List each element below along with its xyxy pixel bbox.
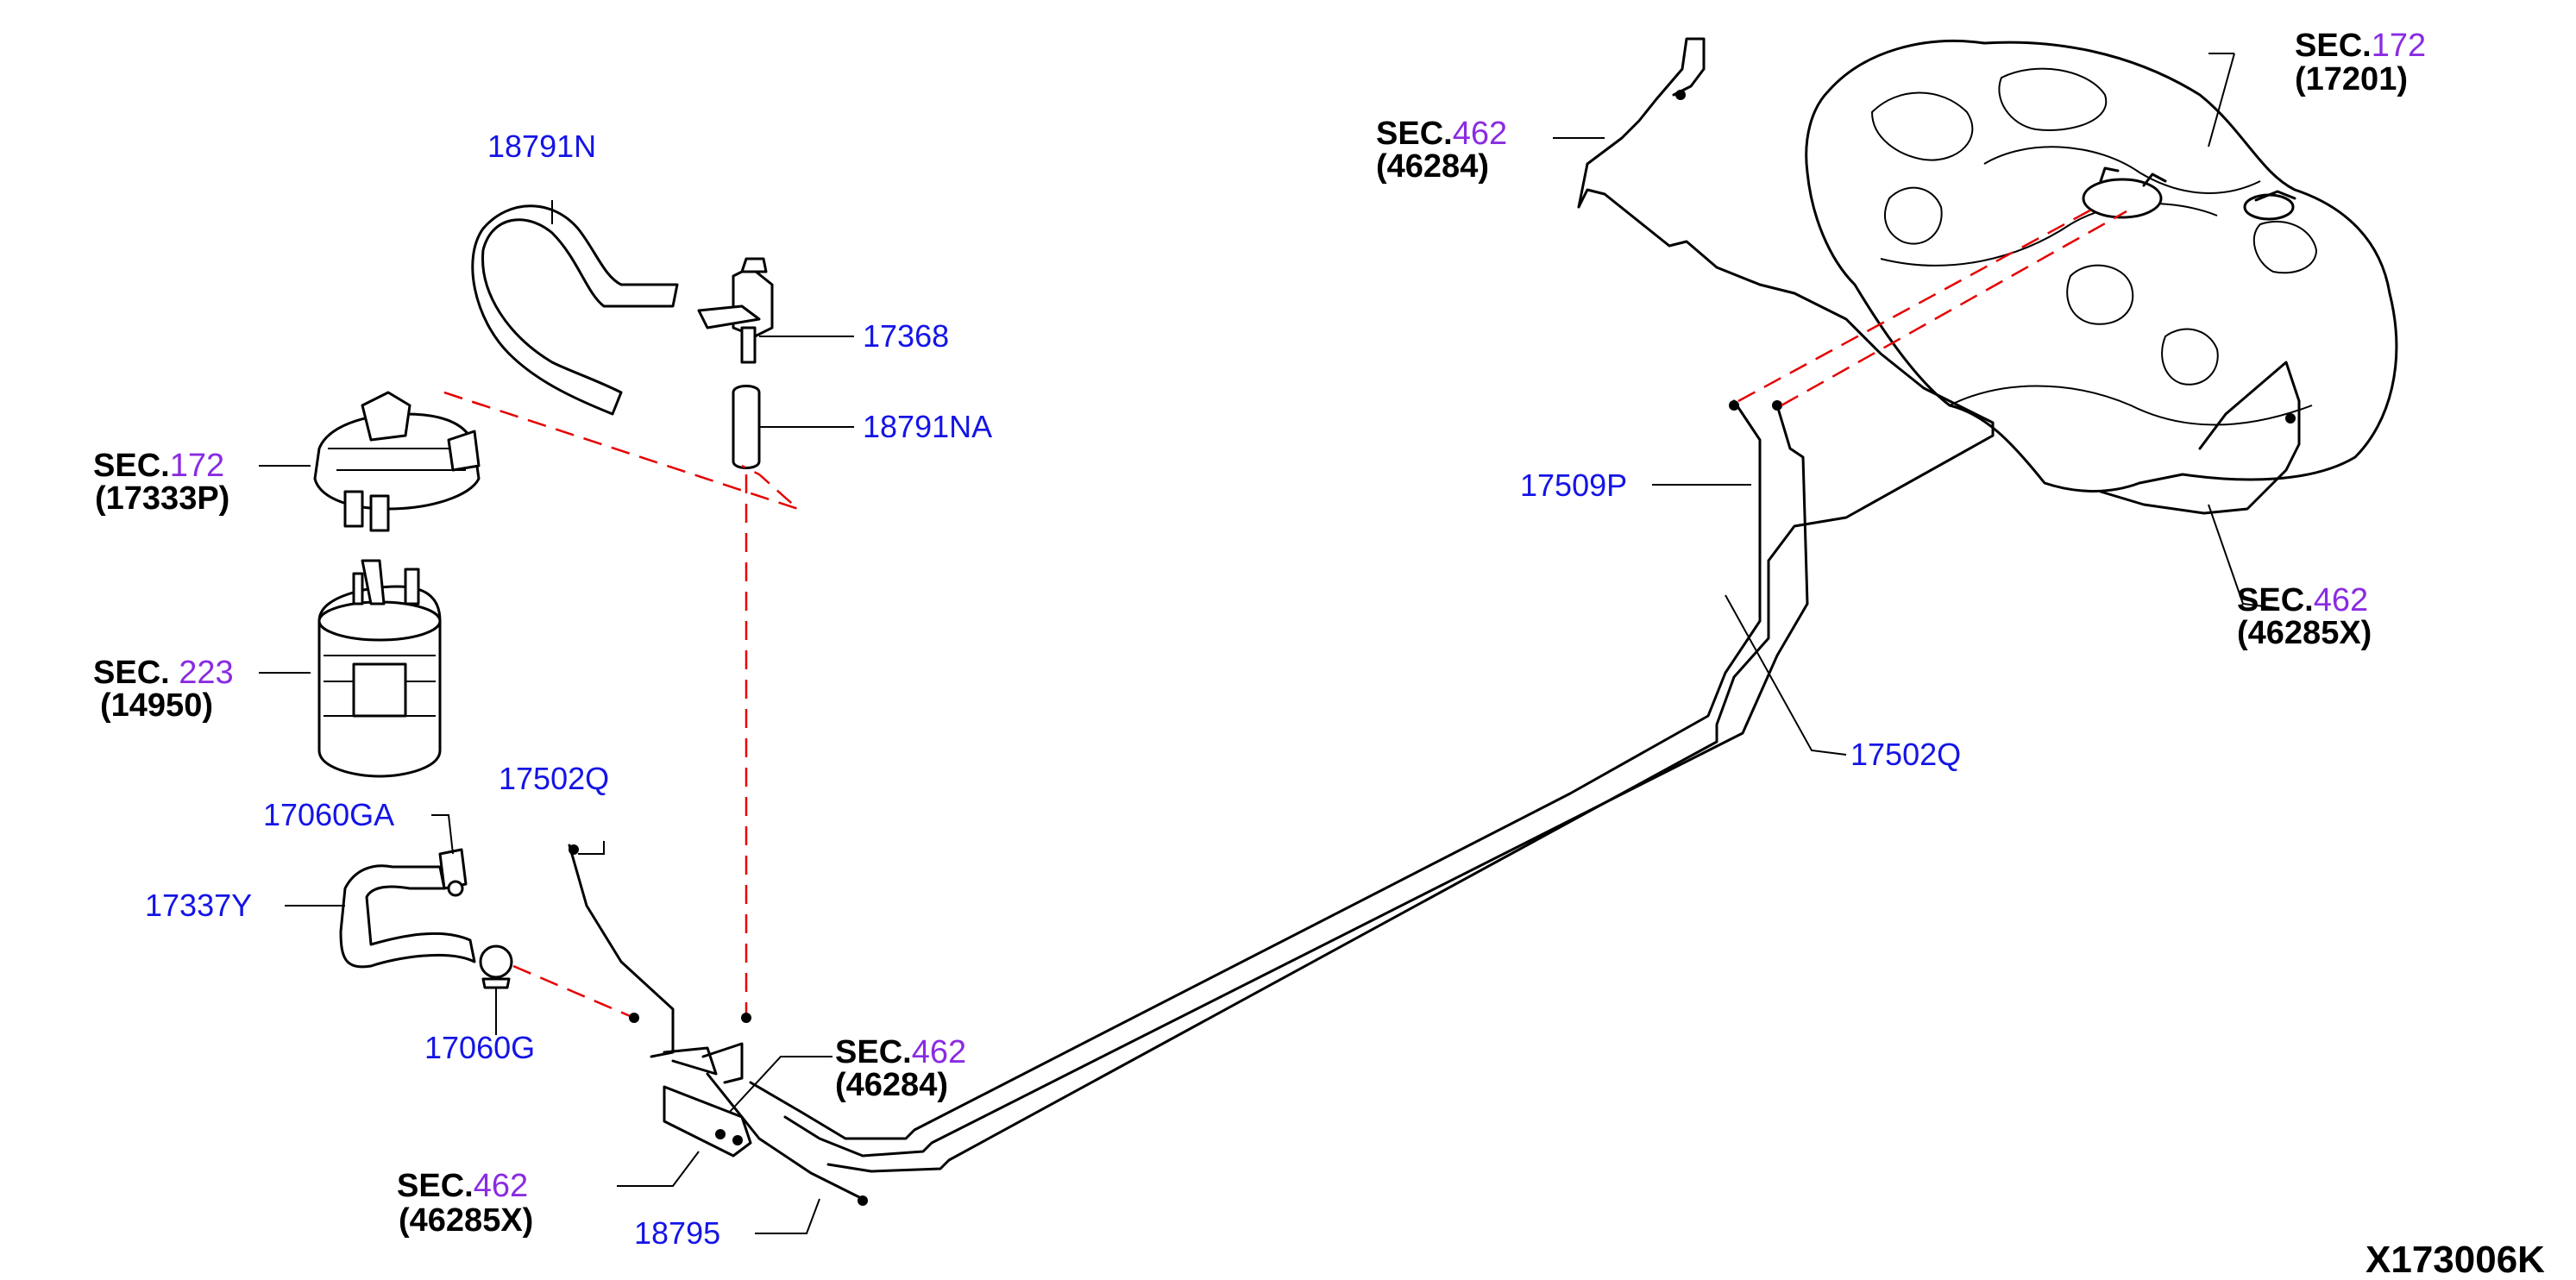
label-17502Q-left: 17502Q [499, 761, 609, 796]
tank-strap-right [2099, 361, 2301, 515]
leader-lines [259, 53, 2278, 1234]
sec-label-mid: SEC.462 (46284) [835, 1034, 966, 1103]
fuel-tank [1805, 40, 2398, 493]
sec-label-canister: SEC. 223 (14950) [93, 655, 234, 724]
label-17368: 17368 [863, 318, 949, 354]
clip-17060GA [438, 848, 468, 897]
label-18795: 18795 [634, 1215, 720, 1251]
line-17502Q-left [568, 844, 675, 1058]
svg-text:SEC.172: SEC.172 [93, 448, 224, 484]
svg-text:SEC. 223: SEC. 223 [93, 655, 234, 691]
tank-strap-top [1577, 188, 1995, 437]
dashed-triangle [443, 391, 799, 511]
svg-text:SEC.462: SEC.462 [2237, 582, 2368, 618]
sec-label-bottom: SEC.462 (46285X) [397, 1168, 533, 1239]
sec-label-tank: SEC.172 (17201) [2295, 28, 2426, 97]
hose-18791N [471, 204, 679, 416]
svg-text:SEC.172: SEC.172 [2295, 28, 2426, 64]
svg-text:SEC.462: SEC.462 [397, 1168, 528, 1204]
dashed-line-tank-2 [1781, 210, 2127, 407]
clip-17060G [479, 944, 513, 989]
svg-text:SEC.462: SEC.462 [1376, 116, 1507, 152]
svg-text:(17201): (17201) [2295, 61, 2408, 97]
label-17509P: 17509P [1520, 467, 1627, 503]
svg-text:(46285X): (46285X) [2237, 615, 2372, 651]
label-17060G: 17060G [424, 1030, 535, 1065]
svg-text:(14950): (14950) [100, 687, 213, 724]
drawing-id: X173006K [2366, 1239, 2545, 1280]
svg-text:(46285X): (46285X) [399, 1202, 533, 1239]
dashed-line-tank-1 [1737, 205, 2097, 403]
svg-text:(46284): (46284) [835, 1067, 948, 1103]
fuel-pump [313, 391, 481, 532]
fuel-lines [749, 399, 1995, 1173]
line-18795 [706, 1072, 864, 1201]
label-17060GA: 17060GA [263, 797, 394, 832]
evap-canister [317, 559, 442, 778]
sec-label-pump: SEC.172 (17333P) [93, 448, 229, 517]
connector-17368 [697, 257, 774, 364]
svg-text:(17333P): (17333P) [95, 480, 229, 517]
sec-label-top: SEC.462 (46284) [1376, 116, 1507, 185]
label-18791N: 18791N [487, 129, 596, 164]
svg-text:SEC.462: SEC.462 [835, 1034, 966, 1070]
tube-18791NA [732, 385, 761, 469]
sec-label-right: SEC.462 (46285X) [2237, 582, 2372, 651]
label-17337Y: 17337Y [145, 888, 252, 923]
hose-17337Y [339, 864, 476, 969]
label-18791NA: 18791NA [863, 409, 992, 444]
label-17502Q-right: 17502Q [1850, 737, 1961, 772]
svg-text:(46284): (46284) [1376, 148, 1489, 185]
